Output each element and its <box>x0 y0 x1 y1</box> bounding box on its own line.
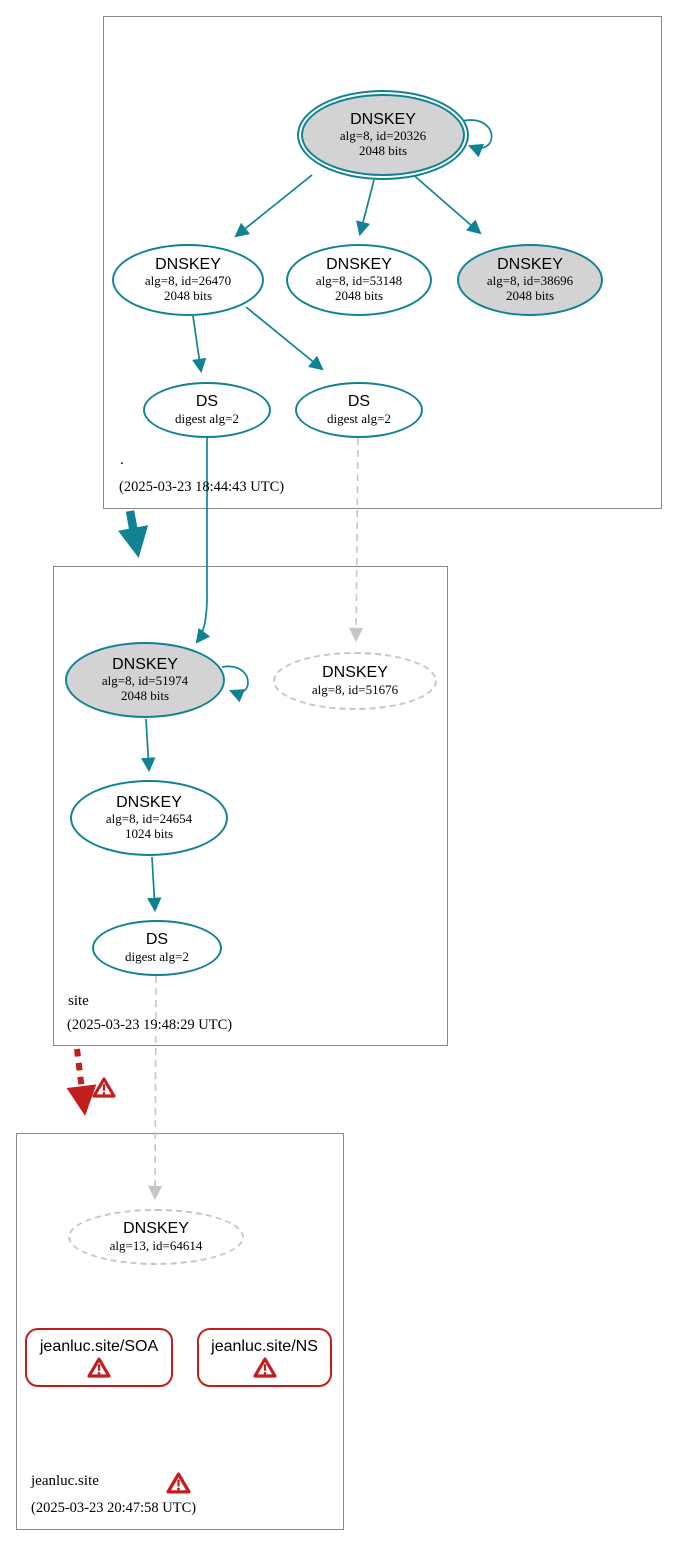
node-type: DNSKEY <box>326 255 392 273</box>
edge-root-ds2-to-site-key-dashed <box>348 437 364 643</box>
edge-site-ksk-to-zsk <box>141 718 156 773</box>
node-type: DNSKEY <box>116 793 182 811</box>
node-bits: 1024 bits <box>124 826 174 842</box>
node-type: DNSKEY <box>155 255 221 273</box>
node-detail: alg=8, id=51974 <box>101 673 189 689</box>
warning-icon <box>92 1077 116 1098</box>
ds-node-root-2: DS digest alg=2 <box>295 382 423 438</box>
edge-root-ksk-to-zsk2 <box>356 179 375 237</box>
edge-root-ds1-to-site-ksk <box>195 438 211 644</box>
warning-icon <box>252 1356 277 1378</box>
node-detail: digest alg=2 <box>124 948 190 964</box>
edge-root-ksk-selfsign <box>461 119 493 158</box>
rrset-label: jeanluc.site/SOA <box>39 1337 159 1355</box>
zone-timestamp-jeanluc-site: (2025-03-23 20:47:58 UTC) <box>31 1500 197 1516</box>
node-bits: 2048 bits <box>163 288 213 304</box>
node-detail: alg=8, id=38696 <box>486 273 574 289</box>
zone-box-jeanluc-site <box>16 1133 344 1530</box>
rrset-jeanluc-site-ns: jeanluc.site/NS <box>197 1328 332 1387</box>
edge-zsk1-to-ds2 <box>245 306 324 371</box>
node-detail: digest alg=2 <box>326 410 392 426</box>
node-type: DNSKEY <box>350 110 416 128</box>
node-detail: alg=8, id=20326 <box>339 128 427 144</box>
edge-site-zsk-to-ds <box>147 856 162 913</box>
zone-timestamp-root: (2025-03-23 18:44:43 UTC) <box>119 479 285 495</box>
rrset-label: jeanluc.site/NS <box>211 1337 318 1355</box>
dnskey-node-26470: DNSKEY alg=8, id=26470 2048 bits <box>112 244 264 316</box>
rrset-jeanluc-site-soa: jeanluc.site/SOA <box>25 1328 173 1387</box>
dnskey-node-20326: DNSKEY alg=8, id=20326 2048 bits <box>297 90 469 180</box>
dnskey-node-51676: DNSKEY alg=8, id=51676 <box>273 652 437 710</box>
node-detail: alg=8, id=24654 <box>105 811 193 827</box>
ds-node-site: DS digest alg=2 <box>92 920 222 976</box>
node-bits: 2048 bits <box>358 143 408 159</box>
edge-root-ksk-to-ksk2 <box>409 171 482 235</box>
node-bits: 2048 bits <box>334 288 384 304</box>
edge-site-delegation-to-jeanluc-error <box>66 1048 97 1116</box>
node-detail: alg=13, id=64614 <box>109 1237 203 1253</box>
zone-label-jeanluc-site: jeanluc.site <box>31 1473 99 1489</box>
edge-root-delegation-to-site <box>118 510 149 559</box>
node-type: DNSKEY <box>497 255 563 273</box>
edge-site-ds-to-jl-key <box>147 975 163 1201</box>
dnskey-node-38696: DNSKEY alg=8, id=38696 2048 bits <box>457 244 603 316</box>
node-type: DS <box>145 931 169 949</box>
edge-zsk1-to-ds1 <box>192 315 207 374</box>
node-type: DNSKEY <box>123 1220 189 1238</box>
node-type: DNSKEY <box>322 664 388 682</box>
node-type: DNSKEY <box>112 655 178 673</box>
dnskey-node-64614: DNSKEY alg=13, id=64614 <box>68 1209 244 1265</box>
zone-box-site <box>53 566 448 1046</box>
dnskey-node-24654: DNSKEY alg=8, id=24654 1024 bits <box>70 780 228 856</box>
warning-icon <box>87 1356 111 1378</box>
zone-box-root <box>103 16 662 509</box>
edge-root-ksk-to-zsk1 <box>234 174 313 238</box>
zone-label-site: site <box>68 993 89 1009</box>
node-detail: alg=8, id=26470 <box>144 273 232 289</box>
node-detail: alg=8, id=51676 <box>311 681 399 697</box>
zone-timestamp-site: (2025-03-23 19:48:29 UTC) <box>67 1017 233 1033</box>
zone-label-root: . <box>120 452 124 468</box>
dnskey-node-20326-ellipse: DNSKEY alg=8, id=20326 2048 bits <box>301 94 465 176</box>
node-type: DS <box>195 393 219 411</box>
ds-node-root-1: DS digest alg=2 <box>143 382 271 438</box>
node-detail: digest alg=2 <box>174 410 240 426</box>
warning-icon <box>166 1472 191 1494</box>
node-bits: 2048 bits <box>505 288 555 304</box>
node-bits: 2048 bits <box>120 688 170 704</box>
node-type: DS <box>347 393 371 411</box>
dnskey-node-51974: DNSKEY alg=8, id=51974 2048 bits <box>65 642 225 718</box>
dnskey-node-53148: DNSKEY alg=8, id=53148 2048 bits <box>286 244 432 316</box>
edge-site-ksk-selfsign <box>221 665 249 703</box>
node-detail: alg=8, id=53148 <box>315 273 403 289</box>
